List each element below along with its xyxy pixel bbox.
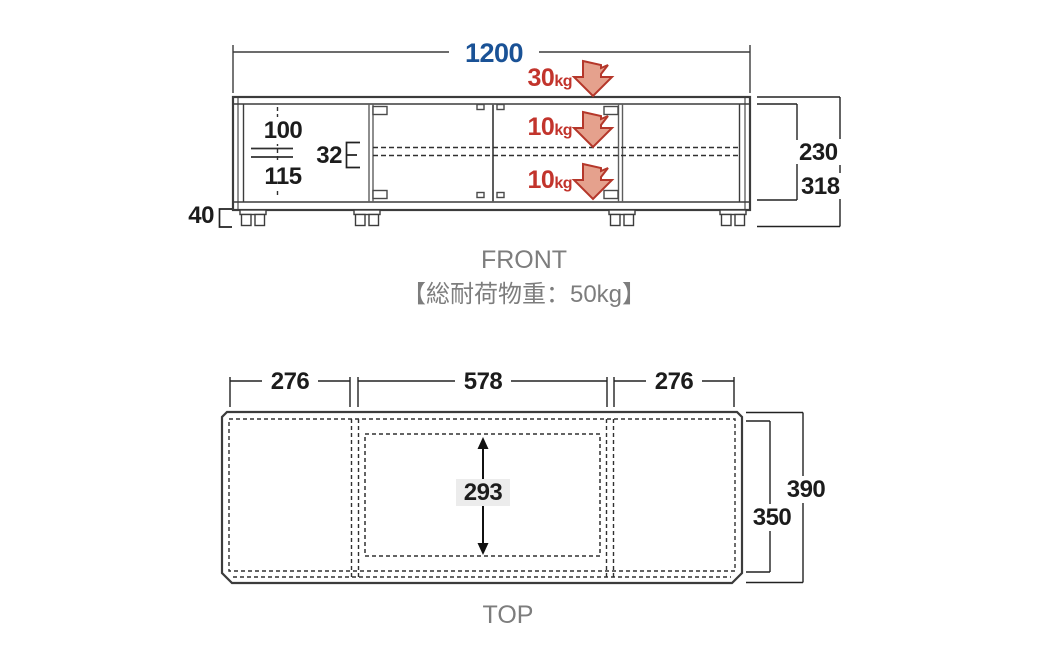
top-inner-depth-bracket <box>746 420 771 573</box>
front-left-upper-dimension-label: 100 <box>257 117 309 144</box>
front-inner-height-label: 230 <box>799 139 847 166</box>
load-unit: kg <box>554 122 572 139</box>
front-view-caption: FRONT <box>480 246 568 274</box>
load-unit: kg <box>554 175 572 192</box>
load-arrow-lower-shelf-icon <box>571 162 615 201</box>
top-dividers <box>350 419 615 577</box>
top-center-opening <box>364 433 601 557</box>
front-view-drawing <box>218 45 841 228</box>
front-total-load-note: 【総耐荷物重：50kg】 <box>401 281 647 308</box>
front-upper-shelf-load-label: 10kg <box>492 113 573 142</box>
top-outline <box>220 410 744 585</box>
front-left-lower-dimension-label: 115 <box>257 163 309 190</box>
top-center-depth-label: 293 <box>456 479 510 506</box>
load-value: 10 <box>527 113 555 141</box>
front-top-load-label: 30kg <box>492 64 573 93</box>
front-caster-height-label: 40 <box>188 202 214 229</box>
load-arrow-top-icon <box>571 59 615 98</box>
front-total-height-label: 318 <box>801 173 849 200</box>
front-inner-height-bracket <box>757 103 798 201</box>
caster-icon <box>608 209 636 227</box>
front-shelf-position-lines <box>373 146 739 157</box>
top-inner-dashed-outline <box>228 418 736 578</box>
load-arrows <box>571 59 615 201</box>
front-caster-height-bracket <box>218 208 232 228</box>
caster-icon <box>239 209 267 227</box>
load-unit: kg <box>554 73 572 90</box>
front-width-label: 1200 <box>449 39 539 67</box>
caster-icon <box>353 209 381 227</box>
top-inner-depth-label: 350 <box>749 504 795 531</box>
load-value: 10 <box>527 166 555 194</box>
load-arrow-upper-shelf-icon <box>571 110 615 149</box>
caster-icon <box>719 209 747 227</box>
top-left-width-label: 276 <box>262 368 318 395</box>
top-view-caption: TOP <box>482 601 534 629</box>
top-total-depth-label: 390 <box>783 476 829 503</box>
front-lower-shelf-load-label: 10kg <box>492 166 573 195</box>
top-right-width-label: 276 <box>646 368 702 395</box>
front-dividers <box>368 104 624 202</box>
front-casters <box>239 209 747 227</box>
front-cabinet-outline <box>231 95 752 212</box>
top-view-drawing <box>220 377 804 585</box>
front-shelf-pitch-bracket <box>345 141 360 169</box>
load-value: 30 <box>527 64 555 92</box>
front-shelf-pitch-label: 32 <box>316 142 342 169</box>
top-center-width-label: 578 <box>455 368 511 395</box>
front-hinge-tabs <box>372 103 619 200</box>
